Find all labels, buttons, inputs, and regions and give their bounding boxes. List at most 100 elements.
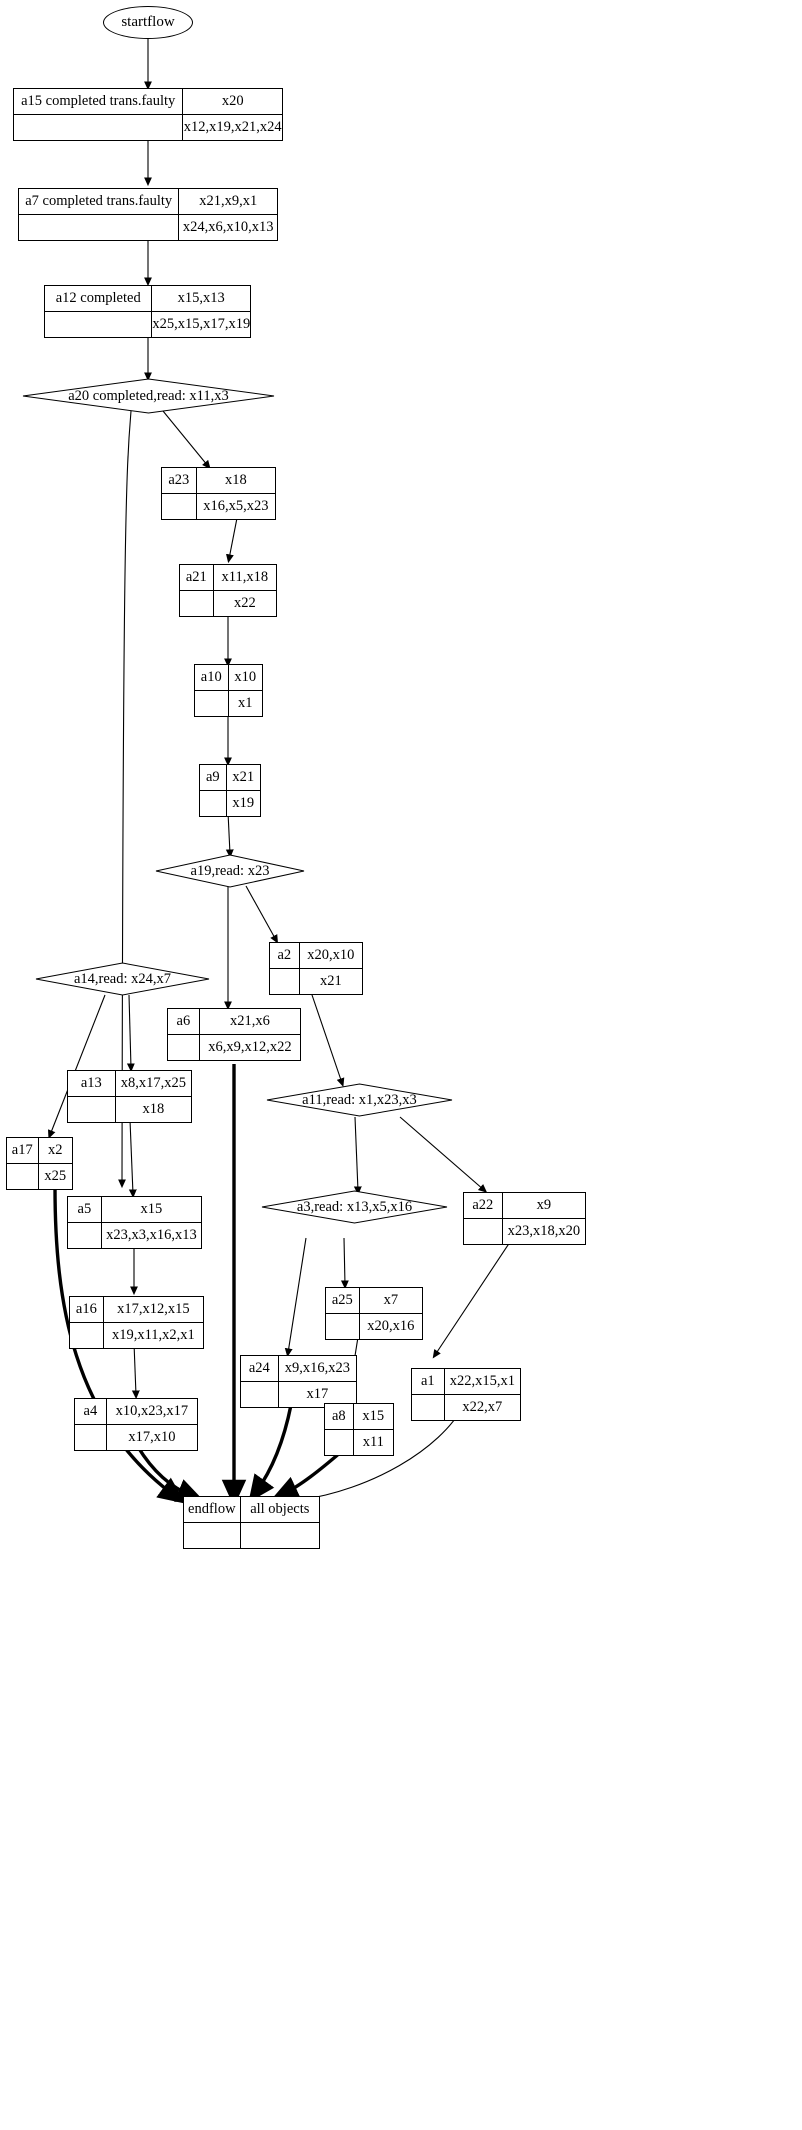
- node-a4[interactable]: a4 x10,x23,x17 x17,x10: [74, 1398, 198, 1451]
- node-a21[interactable]: a21 x11,x18 x22: [179, 564, 277, 617]
- node-a17-blank: [7, 1164, 39, 1189]
- node-a12-top: x15,x13: [177, 290, 225, 306]
- node-a24-blank: [241, 1382, 279, 1407]
- node-a24-name: a24: [241, 1356, 279, 1381]
- node-a4-name: a4: [75, 1399, 107, 1424]
- node-a21-blank: [180, 591, 214, 616]
- node-a16-name: a16: [70, 1297, 104, 1322]
- node-a2-top: x20,x10: [307, 947, 355, 963]
- node-a8[interactable]: a8 x15 x11: [324, 1403, 394, 1456]
- node-a4-bottom: x17,x10: [128, 1429, 176, 1445]
- node-a22[interactable]: a22 x9 x23,x18,x20: [463, 1192, 586, 1245]
- node-a6[interactable]: a6 x21,x6 x6,x9,x12,x22: [167, 1008, 301, 1061]
- node-startflow[interactable]: startflow: [103, 6, 193, 39]
- node-a16[interactable]: a16 x17,x12,x15 x19,x11,x2,x1: [69, 1296, 204, 1349]
- node-a10[interactable]: a10 x10 x1: [194, 664, 263, 717]
- node-a12-blank: [45, 312, 153, 337]
- node-a5[interactable]: a5 x15 x23,x3,x16,x13: [67, 1196, 202, 1249]
- node-a5-blank: [68, 1223, 102, 1248]
- node-a9-bottom: x19: [232, 795, 255, 811]
- node-a14-shape: [35, 962, 210, 996]
- node-a24-top: x9,x16,x23: [284, 1360, 350, 1376]
- node-a13-bottom: x18: [142, 1101, 165, 1117]
- node-a10-name: a10: [195, 665, 229, 690]
- node-a17-name: a17: [7, 1138, 39, 1163]
- node-endflow[interactable]: endflow all objects: [183, 1496, 320, 1549]
- node-a15-blank: [14, 115, 184, 140]
- node-a25-name: a25: [326, 1288, 360, 1313]
- node-a14[interactable]: a14,read: x24,x7: [35, 962, 210, 996]
- node-a13-top: x8,x17,x25: [120, 1075, 186, 1091]
- node-a23-blank: [162, 494, 197, 519]
- node-a22-name: a22: [464, 1193, 503, 1218]
- node-a2-bottom: x21: [319, 973, 342, 989]
- node-a11-shape: [266, 1083, 453, 1117]
- node-a8-name: a8: [325, 1404, 354, 1429]
- node-a22-blank: [464, 1219, 503, 1244]
- node-a9-blank: [200, 791, 227, 816]
- node-a17-top: x2: [48, 1142, 63, 1158]
- node-a15[interactable]: a15 completed trans.faulty x20 x12,x19,x…: [13, 88, 283, 141]
- node-a4-blank: [75, 1425, 107, 1450]
- node-a5-name: a5: [68, 1197, 102, 1222]
- node-a13-blank: [68, 1097, 116, 1122]
- node-a22-top: x9: [536, 1197, 552, 1213]
- node-a1-bottom: x22,x7: [462, 1399, 503, 1415]
- node-a21-name: a21: [180, 565, 214, 590]
- node-a22-bottom: x23,x18,x20: [507, 1223, 581, 1239]
- node-a1-blank: [412, 1395, 445, 1420]
- node-a2[interactable]: a2 x20,x10 x21: [269, 942, 363, 995]
- node-a7-bottom: x24,x6,x10,x13: [182, 219, 274, 235]
- node-a12-bottom: x25,x15,x17,x19: [152, 316, 250, 332]
- node-a11[interactable]: a11,read: x1,x23,x3: [266, 1083, 453, 1117]
- node-a4-top: x10,x23,x17: [115, 1403, 189, 1419]
- node-a9[interactable]: a9 x21 x19: [199, 764, 261, 817]
- node-a25-top: x7: [383, 1292, 399, 1308]
- node-startflow-label: startflow: [121, 14, 175, 30]
- node-a24[interactable]: a24 x9,x16,x23 x17: [240, 1355, 357, 1408]
- node-a23-top: x18: [224, 472, 247, 488]
- node-a25[interactable]: a25 x7 x20,x16: [325, 1287, 423, 1340]
- node-a15-top: x20: [221, 93, 244, 109]
- node-a10-top: x10: [234, 669, 257, 685]
- node-a7-name: a7 completed trans.faulty: [19, 189, 180, 214]
- node-a19[interactable]: a19,read: x23: [155, 854, 305, 888]
- node-a1[interactable]: a1 x22,x15,x1 x22,x7: [411, 1368, 521, 1421]
- node-a17[interactable]: a17 x2 x25: [6, 1137, 73, 1190]
- node-a16-blank: [70, 1323, 104, 1348]
- node-a12-name: a12 completed: [45, 286, 153, 311]
- node-a12[interactable]: a12 completed x15,x13 x25,x15,x17,x19: [44, 285, 251, 338]
- node-a23[interactable]: a23 x18 x16,x5,x23: [161, 467, 276, 520]
- node-a5-top: x15: [140, 1201, 163, 1217]
- node-a1-top: x22,x15,x1: [449, 1373, 515, 1389]
- node-a19-shape: [155, 854, 305, 888]
- node-a23-bottom: x16,x5,x23: [203, 498, 269, 514]
- node-endflow-top: all objects: [250, 1501, 310, 1517]
- node-a7-blank: [19, 215, 180, 240]
- node-a6-bottom: x6,x9,x12,x22: [208, 1039, 292, 1055]
- node-a25-bottom: x20,x16: [367, 1318, 415, 1334]
- node-a6-blank: [168, 1035, 200, 1060]
- node-a7-top: x21,x9,x1: [199, 193, 258, 209]
- node-a21-bottom: x22: [233, 595, 256, 611]
- node-a8-top: x15: [362, 1408, 385, 1424]
- node-a5-bottom: x23,x3,x16,x13: [106, 1227, 197, 1243]
- node-a13-name: a13: [68, 1071, 116, 1096]
- node-a7[interactable]: a7 completed trans.faulty x21,x9,x1 x24,…: [18, 188, 278, 241]
- node-a6-top: x21,x6: [229, 1013, 270, 1029]
- node-a25-blank: [326, 1314, 360, 1339]
- node-a16-bottom: x19,x11,x2,x1: [111, 1327, 195, 1343]
- node-a10-bottom: x1: [238, 695, 253, 711]
- node-a3-label: a3,read: x13,x5,x16: [296, 1198, 413, 1215]
- node-endflow-bottom: [241, 1523, 319, 1548]
- node-a13[interactable]: a13 x8,x17,x25 x18: [67, 1070, 192, 1123]
- node-a20[interactable]: a20 completed,read: x11,x3: [22, 378, 275, 414]
- node-a3[interactable]: a3,read: x13,x5,x16: [261, 1190, 448, 1224]
- node-a24-bottom: x17: [306, 1386, 329, 1402]
- node-a8-blank: [325, 1430, 354, 1455]
- node-a9-name: a9: [200, 765, 227, 790]
- node-a2-name: a2: [270, 943, 300, 968]
- node-a21-top: x11,x18: [221, 569, 269, 585]
- node-a23-name: a23: [162, 468, 197, 493]
